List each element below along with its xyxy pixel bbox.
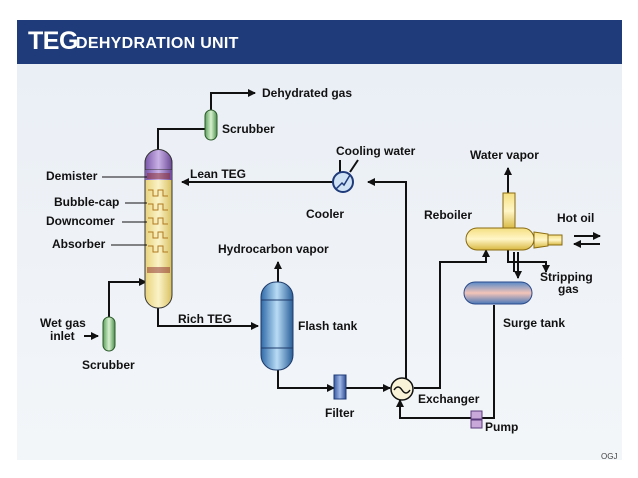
label-surge-tank: Surge tank (503, 316, 565, 330)
label-scrubber-bottom: Scrubber (82, 358, 135, 372)
label-cooling-water: Cooling water (336, 144, 416, 158)
label-cooler: Cooler (306, 207, 344, 221)
label-stripping: Stripping (540, 270, 593, 284)
label-demister: Demister (46, 169, 98, 183)
scrubber-bottom (102, 316, 116, 352)
label-exchanger: Exchanger (418, 392, 480, 406)
label-absorber: Absorber (52, 237, 106, 251)
title-dehydration-unit: DEHYDRATION UNIT (76, 35, 239, 52)
label-bubble-cap: Bubble-cap (54, 195, 119, 209)
label-hot-oil: Hot oil (557, 211, 594, 225)
surge-tank (463, 281, 533, 305)
credit-ogj: OGJ (601, 452, 618, 461)
label-water-vapor: Water vapor (470, 148, 539, 162)
label-flash-tank: Flash tank (298, 319, 358, 333)
label-scrubber-top: Scrubber (222, 122, 275, 136)
pump (470, 410, 483, 429)
flash-tank (260, 281, 294, 371)
label-downcomer: Downcomer (46, 214, 115, 228)
label-lean-teg: Lean TEG (190, 167, 246, 181)
label-inlet: inlet (50, 329, 75, 343)
cooler (332, 171, 354, 193)
scrubber-top (204, 109, 218, 141)
label-hydrocarbon-vapor: Hydrocarbon vapor (218, 242, 329, 256)
exchanger (390, 377, 414, 401)
label-pump: Pump (485, 420, 518, 434)
absorber-column (144, 149, 173, 309)
title-bar (17, 20, 622, 64)
label-stripping-gas: gas (558, 282, 579, 296)
label-dehydrated-gas: Dehydrated gas (262, 86, 352, 100)
label-reboiler: Reboiler (424, 208, 472, 222)
filter (333, 374, 347, 400)
title-teg: TEG (28, 27, 78, 55)
label-wet-gas: Wet gas (40, 316, 86, 330)
reboiler (465, 192, 563, 251)
label-rich-teg: Rich TEG (178, 312, 232, 326)
label-filter: Filter (325, 406, 355, 420)
